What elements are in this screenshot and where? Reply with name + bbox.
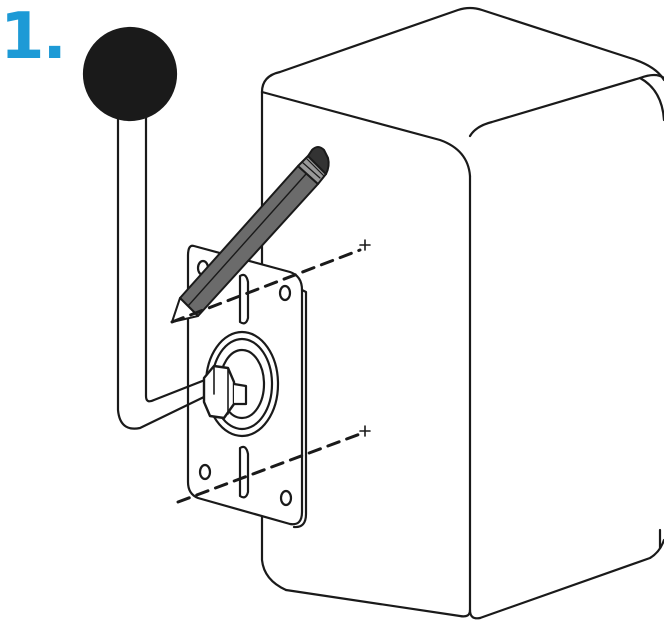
step-number: 1. bbox=[0, 0, 67, 74]
pencil-icon bbox=[171, 146, 330, 323]
ball-joint-arm-icon bbox=[82, 26, 248, 430]
crosshair-mark-icon bbox=[170, 239, 371, 504]
knob-ball bbox=[82, 26, 178, 122]
speaker-cabinet-icon bbox=[260, 6, 664, 620]
